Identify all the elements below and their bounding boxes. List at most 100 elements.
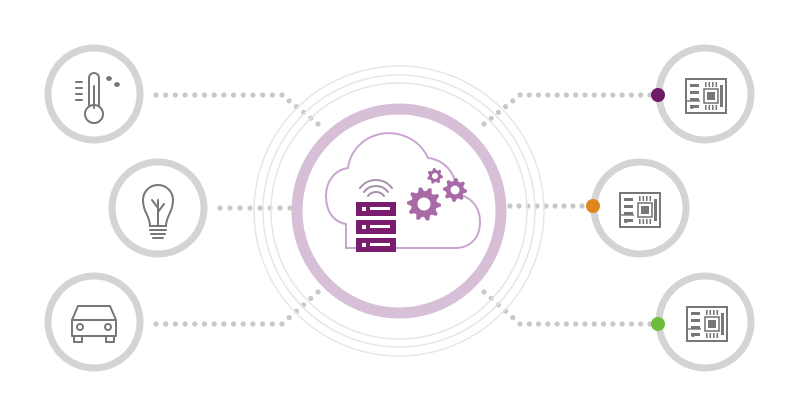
connector-dot	[230, 92, 237, 98]
connector-dot	[240, 321, 246, 327]
connector-dot	[638, 92, 644, 98]
connector-dot	[526, 92, 532, 98]
connector-dot	[600, 92, 607, 98]
connector-dot	[221, 92, 227, 98]
car-icon	[71, 305, 117, 343]
connector-dot	[237, 205, 243, 211]
circuit-board-icon	[686, 306, 728, 342]
connector-dot	[582, 92, 588, 98]
connector-dot	[545, 321, 551, 327]
connector-dot	[277, 205, 283, 211]
connector-dot	[619, 92, 625, 98]
connector-dot	[481, 289, 487, 295]
wifi-icon	[359, 179, 393, 197]
hub-outer-thin-ring-2	[262, 74, 536, 348]
connector-dot	[240, 92, 246, 98]
hub-outer-thin-ring-3	[270, 82, 528, 340]
gear-small-icon	[427, 168, 443, 184]
connector-dot	[488, 295, 494, 301]
connector-dot	[591, 321, 597, 327]
port-dot-middle	[586, 199, 600, 213]
connector-dot	[563, 321, 570, 327]
cloud-icon	[324, 132, 482, 249]
connector-dot	[279, 92, 285, 98]
connectors	[153, 92, 653, 327]
connector-dot	[260, 321, 266, 327]
connector-dot	[591, 92, 597, 98]
port-dot-top	[651, 88, 665, 102]
connector-dot	[308, 295, 314, 301]
connector-dot	[552, 203, 558, 209]
connector-dot	[610, 92, 616, 98]
hub-outer-thin-ring-1	[253, 65, 545, 357]
connector-dot	[211, 321, 217, 327]
connector-dot	[211, 92, 217, 98]
connector-dot	[192, 92, 198, 98]
connector-dot	[579, 203, 585, 209]
connector-dot	[526, 321, 532, 327]
circuit-board-icon	[619, 192, 661, 228]
connector-dot	[582, 321, 588, 327]
connector-dot	[573, 92, 579, 98]
connector-dot	[600, 321, 607, 327]
connector-dot	[250, 321, 256, 327]
connector-dot	[554, 321, 560, 327]
connector-dot	[563, 92, 570, 98]
connector-dot	[153, 92, 159, 98]
gear-medium-icon	[443, 178, 467, 202]
node-thermometer	[44, 44, 144, 144]
connector-dot	[638, 321, 644, 327]
connector-dot	[481, 121, 487, 127]
connector-dot	[163, 92, 169, 98]
lightbulb-icon	[141, 184, 175, 239]
connector-dot	[570, 203, 576, 209]
connector-dot	[269, 92, 275, 98]
connector-dot	[172, 92, 178, 98]
gear-icon	[407, 168, 467, 221]
connector-dot	[201, 321, 208, 327]
connector-dot	[510, 315, 516, 321]
connector-dot	[286, 98, 292, 104]
connector-dot	[517, 92, 523, 98]
connector-dot	[260, 92, 266, 98]
connector-dot	[573, 321, 579, 327]
connector-dot	[163, 321, 169, 327]
connector-dot	[534, 203, 540, 209]
connector-dot	[192, 321, 198, 327]
connector-dot	[153, 321, 159, 327]
connector-dot	[535, 321, 542, 327]
connector-dot	[227, 205, 233, 211]
connector-dot	[172, 321, 178, 327]
thermometer-icon	[75, 72, 120, 124]
connector-dot	[257, 205, 263, 211]
connector-dot	[287, 205, 293, 211]
connector-line	[153, 289, 321, 327]
node-board-top	[651, 44, 755, 144]
connector-dot	[269, 321, 275, 327]
connector-dot	[182, 321, 188, 327]
node-board-middle	[586, 158, 690, 258]
connector-dot	[554, 92, 560, 98]
connector-dot	[217, 205, 223, 211]
connector-dot	[561, 203, 567, 209]
node-board-bottom	[651, 272, 755, 372]
connector-dot	[510, 98, 516, 104]
connector-dot	[279, 321, 285, 327]
connector-line	[507, 203, 585, 209]
connector-dot	[503, 104, 509, 110]
circuit-board-icon	[685, 78, 727, 114]
connector-dot	[507, 203, 513, 209]
connector-dot	[535, 92, 542, 98]
node-car	[44, 272, 144, 372]
connector-dot	[221, 321, 227, 327]
connector-dot	[517, 321, 523, 327]
connector-dot	[315, 289, 321, 295]
node-lightbulb	[108, 158, 208, 258]
connector-dot	[286, 315, 292, 321]
server-rack-icon	[356, 202, 396, 252]
connector-line	[481, 92, 653, 127]
connector-dot	[516, 203, 522, 209]
connector-dot	[230, 321, 237, 327]
connector-dot	[495, 109, 501, 115]
